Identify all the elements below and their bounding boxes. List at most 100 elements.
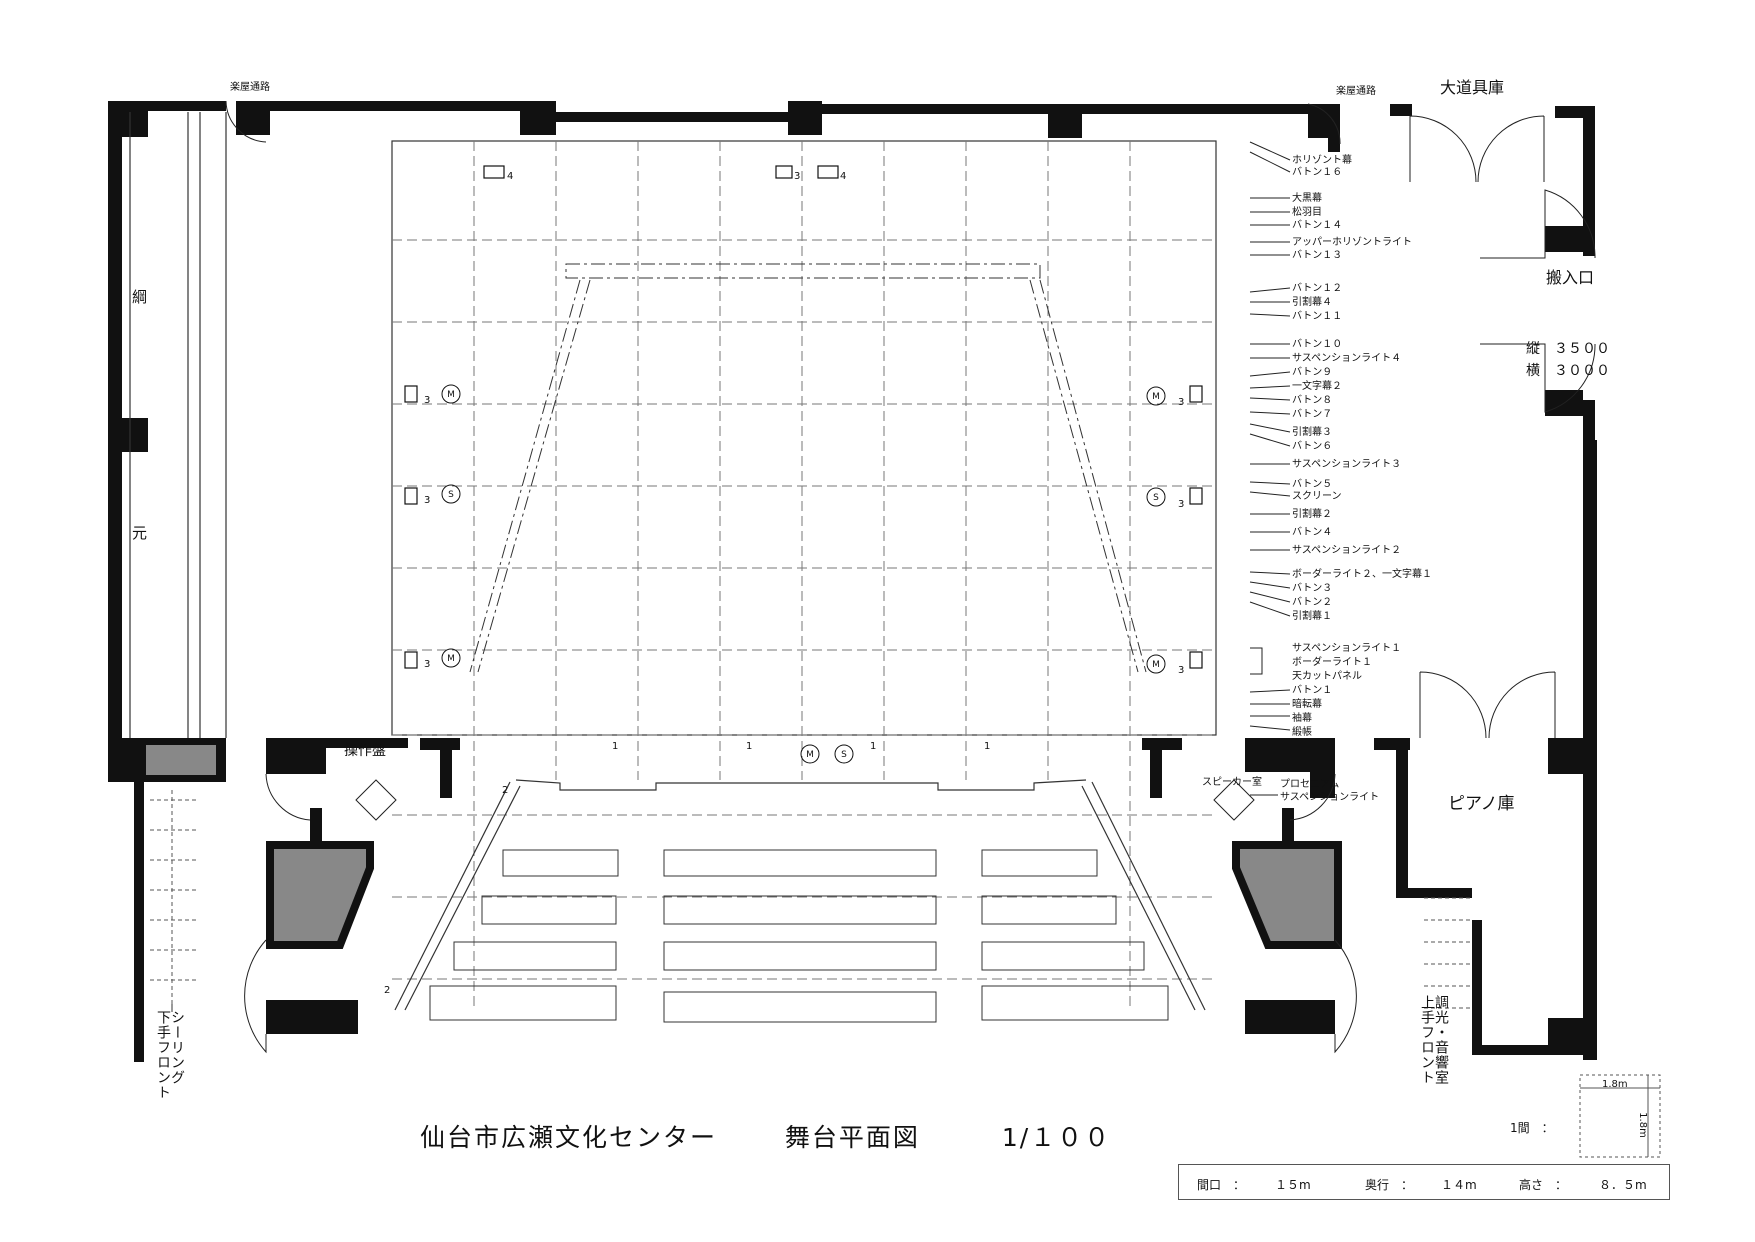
batten-label: 袖幕 — [1292, 713, 1312, 724]
pier — [1048, 104, 1082, 138]
grid-size-h: 1.8m — [1602, 1079, 1628, 1090]
batten-label: 暗転幕 — [1292, 699, 1322, 710]
stairs — [150, 790, 1470, 1009]
stage-outline — [391, 140, 1217, 736]
seats — [429, 849, 1169, 1023]
front-count: 2 — [384, 985, 391, 996]
drawing-title: 仙台市広瀬文化センター 舞台平面図 1/１００ — [420, 1118, 1111, 1154]
north-wall-a — [262, 101, 556, 111]
batten-label: 緞帳 — [1292, 727, 1312, 738]
pier — [1548, 1018, 1584, 1048]
outlet-count: 3 — [424, 495, 431, 506]
rope-label-1: 綱 — [132, 288, 148, 306]
outlet-count: 4 — [507, 171, 514, 182]
batten-label: 天カットパネル — [1292, 671, 1362, 682]
batten-label: バトン１２ — [1292, 283, 1343, 294]
batten-label: ホリゾント幕 — [1292, 155, 1352, 166]
batten-label: バトン１３ — [1292, 250, 1343, 261]
column-neck — [310, 808, 322, 846]
batten-label: アッパーホリゾントライト — [1292, 237, 1412, 248]
rope-label-2: 元 — [132, 524, 148, 542]
wall-block — [1245, 1000, 1335, 1034]
north-wall-pier — [1328, 104, 1340, 152]
batten-label: バトン４ — [1292, 527, 1333, 538]
outlet-count: 3 — [1178, 665, 1185, 676]
svg-text:M: M — [447, 654, 455, 664]
pier — [788, 101, 822, 135]
outlet-count: 3 — [794, 171, 801, 182]
batten-label: バトン１０ — [1292, 339, 1343, 350]
dock-wall-upper — [1583, 106, 1595, 256]
height-label: 高さ ： — [1519, 1178, 1568, 1192]
wall-block — [266, 738, 326, 774]
batten-label: バトン６ — [1292, 441, 1333, 452]
piano-store-label: ピアノ庫 — [1448, 794, 1515, 814]
depth-value: １４m — [1441, 1178, 1477, 1192]
front-count: 2 — [502, 785, 509, 796]
depth-label: 奥行 ： — [1365, 1178, 1414, 1192]
svg-text:M: M — [806, 750, 814, 760]
batten-label: ボーダーライト１ — [1292, 657, 1372, 668]
svg-text:M: M — [1152, 660, 1160, 670]
batten-label: 引割幕２ — [1292, 509, 1332, 520]
apron-count: 1 — [746, 741, 753, 752]
batten-label: 大黒幕 — [1292, 193, 1322, 204]
batten-label: 引割幕４ — [1292, 297, 1332, 308]
batten-label: サスペンションライト１ — [1292, 643, 1402, 654]
ceiling-front-label: シーリング 下手フロント — [155, 1010, 185, 1100]
svg-text:S: S — [1153, 493, 1159, 503]
svg-text:S: S — [841, 750, 847, 760]
batten-label: バトン８ — [1292, 395, 1333, 406]
batten-label: バトン１ — [1292, 685, 1333, 696]
wall-block — [1150, 738, 1162, 798]
opening-value: １５m — [1275, 1178, 1311, 1192]
lighting-room-label: 調光・音響室 上手フロント — [1419, 995, 1449, 1085]
north-wall-west — [108, 101, 226, 111]
outlet-count: 3 — [1178, 499, 1185, 510]
south-east-wall — [1472, 1045, 1597, 1055]
pier — [108, 418, 148, 452]
dressing-passage-right-label: 楽屋通路 — [1336, 86, 1376, 97]
dock-height-label: 縦 ３５００ — [1526, 341, 1610, 357]
batten-label: 一文字幕２ — [1292, 381, 1342, 392]
batten-label: バトン５ — [1292, 479, 1333, 490]
pillar-west — [266, 841, 374, 949]
stair-wall — [134, 782, 144, 1062]
large-props-label: 大道具庫 — [1440, 78, 1505, 97]
apron-count: 1 — [612, 741, 619, 752]
piano-wall-bottom — [1396, 888, 1472, 898]
pillar-east — [1232, 841, 1342, 949]
batten-label: バトン１６ — [1292, 167, 1343, 178]
opening-label: 間口 ： — [1197, 1178, 1246, 1192]
batten-label: サスペンションライト３ — [1292, 459, 1402, 470]
batten-label: サスペンションライト２ — [1292, 545, 1402, 556]
outlet-count: 3 — [424, 659, 431, 670]
doors — [225, 100, 1596, 1054]
pier — [1548, 738, 1584, 774]
stage-dimensions-box: 間口 ： １５m 奥行 ： １４m 高さ ： ８．５m — [1178, 1164, 1670, 1200]
proscenium-light-label: プロセニアム サスペンションライト — [1280, 779, 1380, 803]
batten-label: バトン１１ — [1292, 311, 1343, 322]
pier — [1545, 226, 1583, 252]
batten-label: 引割幕３ — [1292, 427, 1332, 438]
pier — [236, 101, 270, 135]
svg-text:M: M — [447, 390, 455, 400]
svg-text:S: S — [448, 490, 454, 500]
pier — [520, 101, 556, 135]
batten-label: 松羽目 — [1292, 207, 1322, 218]
piano-wall-west — [1396, 745, 1408, 895]
apron-count: 1 — [870, 741, 877, 752]
symbol-circles — [441, 384, 1166, 764]
batten-label: バトン９ — [1292, 367, 1333, 378]
batten-label: バトン３ — [1292, 583, 1333, 594]
grid-scale-box — [1579, 1074, 1661, 1158]
batten-label: サスペンションライト４ — [1292, 353, 1402, 364]
control-panel-label: 操作盤 — [344, 743, 386, 759]
cyclorama — [469, 263, 1147, 673]
dressing-passage-left-label: 楽屋通路 — [230, 82, 270, 93]
batten-ticks — [1249, 141, 1291, 796]
piano-wall-south — [1472, 920, 1482, 1050]
drawing-scale: 1/１００ — [1001, 1123, 1112, 1152]
outlets — [404, 165, 1203, 669]
symbol-letters: M S M M S M M S — [447, 390, 1160, 760]
